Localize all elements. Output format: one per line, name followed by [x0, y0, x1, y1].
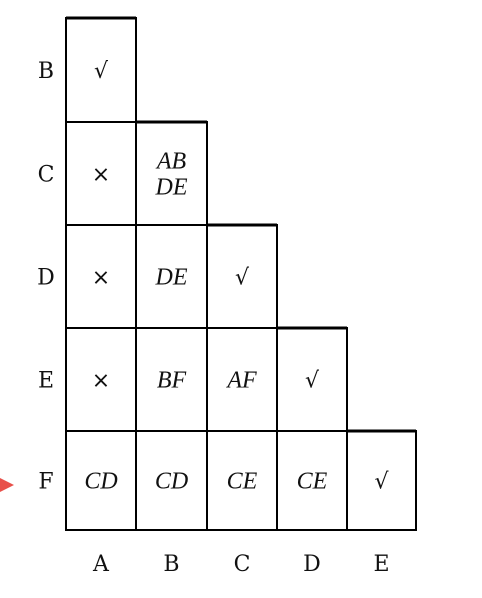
cell-text-EB: BF	[157, 368, 187, 394]
column-label-D: D	[303, 552, 321, 577]
row-label-C: C	[38, 163, 55, 188]
cross-mark-icon-DA: ×	[92, 266, 110, 291]
cell-text-EC: AF	[225, 368, 257, 394]
cell-text-FA: CD	[84, 469, 117, 495]
table-grid	[65, 16, 417, 531]
cell-text-FC: CE	[227, 469, 258, 495]
cell-text-CB: DE	[155, 175, 188, 201]
column-labels: A B C D E	[92, 552, 389, 577]
cell-text-FD: CE	[297, 469, 328, 495]
cell-text-DB: DE	[155, 265, 188, 291]
cross-mark-icon-EA: ×	[92, 369, 110, 394]
row-label-B: B	[38, 59, 54, 84]
check-mark-icon-ED: √	[305, 369, 320, 394]
row-label-E: E	[38, 369, 54, 394]
check-mark-icon-DC: √	[235, 266, 250, 291]
row-labels: B C D E F	[37, 59, 55, 495]
pointer-arrow-icon	[0, 478, 14, 492]
column-label-E: E	[373, 552, 389, 577]
row-label-F: F	[38, 470, 53, 495]
row-label-D: D	[37, 266, 55, 291]
cell-text-FB: CD	[155, 469, 188, 495]
cross-mark-icon-CA: ×	[92, 163, 110, 188]
column-label-A: A	[92, 552, 110, 577]
cell-text-CB: AB	[155, 149, 187, 175]
column-label-C: C	[234, 552, 251, 577]
check-mark-icon-BA: √	[94, 59, 109, 84]
column-label-B: B	[163, 552, 179, 577]
check-mark-icon-FE: √	[374, 470, 389, 495]
